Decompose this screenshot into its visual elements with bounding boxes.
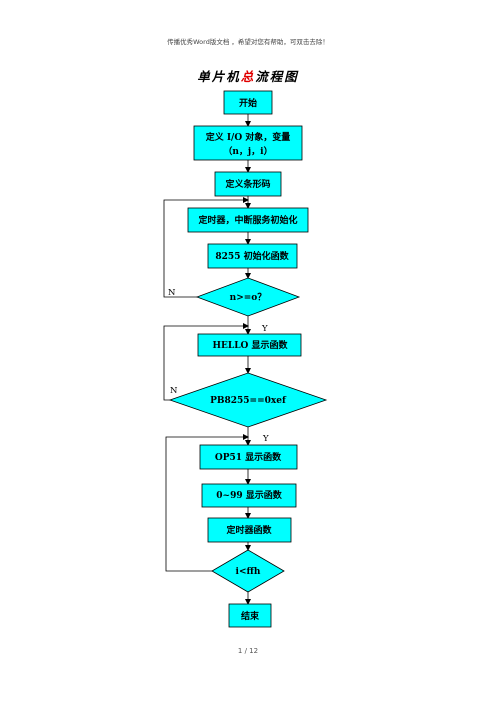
label-n-2: N — [170, 386, 178, 396]
text-hello: HELLO 显示函数 — [213, 339, 289, 351]
page-footer: 1 / 12 — [237, 647, 259, 655]
node-define-code — [214, 171, 282, 197]
text-timer-init: 定时器，中断服务初始化 — [197, 214, 297, 226]
node-decision3 — [211, 549, 285, 593]
node-define-io — [193, 125, 303, 161]
flow-connectors — [163, 114, 251, 605]
node-labels: 开始 定义 I/O 对象，变量 （n，j，i） 定义条形码 定时器，中断服务初始… — [197, 97, 297, 622]
text-define-io-2: （n，j，i） — [223, 146, 272, 157]
loop-n-decision2 — [163, 323, 249, 401]
node-start — [223, 90, 273, 115]
label-y-1: Y — [261, 324, 268, 334]
header-note: 传播优秀Word版文档 ，希望对您有帮助，可双击去除！ — [167, 38, 329, 46]
text-decision1: n>=o？ — [230, 292, 267, 303]
text-define-code: 定义条形码 — [224, 178, 270, 190]
text-8255-init: 8255 初始化函数 — [215, 250, 289, 262]
node-op51 — [199, 444, 298, 470]
flow-nodes — [168, 90, 328, 628]
node-decision2 — [168, 372, 328, 428]
page-title: 单片机总流程图 — [0, 66, 496, 85]
title-highlight: 总 — [240, 69, 256, 84]
text-decision3: i<ffh — [236, 567, 261, 577]
loop-n-decision1 — [163, 197, 249, 298]
node-timer-func — [207, 517, 292, 543]
text-op51: OP51 显示函数 — [215, 451, 282, 463]
text-end: 结束 — [241, 610, 260, 622]
node-hello — [197, 333, 302, 357]
text-start: 开始 — [239, 97, 257, 109]
node-8255-init — [207, 243, 298, 269]
text-decision2: PB8255==0xef — [210, 396, 287, 406]
node-show099 — [201, 483, 297, 508]
node-timer-init — [187, 207, 309, 233]
text-timer-func: 定时器函数 — [225, 524, 272, 536]
label-n-1: N — [168, 288, 176, 298]
node-end — [228, 603, 272, 628]
title-part-2: 流程图 — [255, 69, 299, 84]
loop-decision3 — [165, 434, 249, 572]
title-part-1: 单片机 — [197, 69, 241, 84]
branch-labels: N Y N Y — [168, 288, 269, 444]
node-decision1 — [195, 277, 301, 317]
label-y-2: Y — [262, 434, 269, 444]
text-show099: 0~99 显示函数 — [216, 489, 282, 501]
text-define-io-1: 定义 I/O 对象，变量 — [205, 131, 291, 143]
